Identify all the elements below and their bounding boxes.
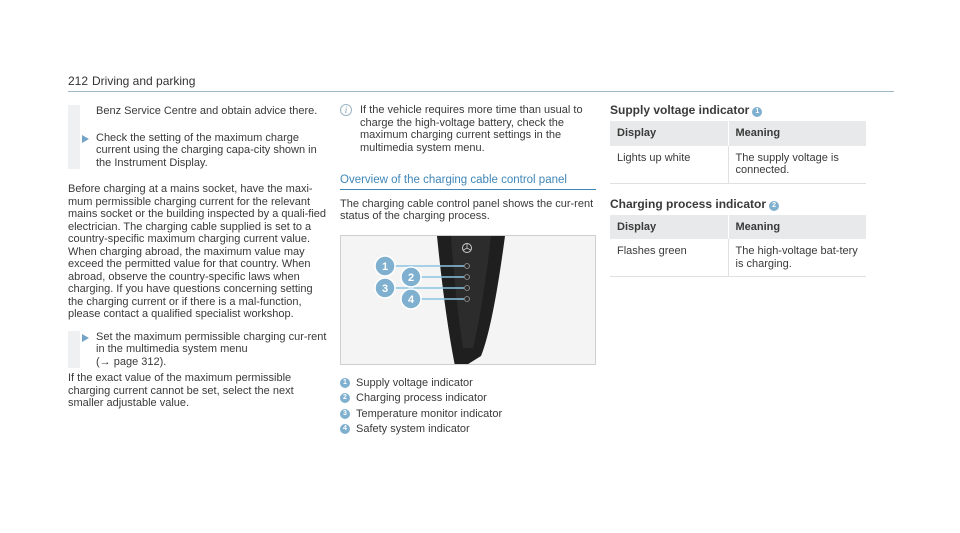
column-header-meaning: Meaning (727, 121, 866, 146)
control-panel-figure: 1 2 3 4 (340, 234, 596, 365)
legend-label: Safety system indicator (356, 423, 470, 435)
paragraph-exact-value: If the exact value of the maximum permis… (68, 372, 294, 409)
callout-label: 4 (408, 294, 415, 306)
note-text: If the vehicle requires more time than u… (360, 104, 583, 154)
instruction-step-set-current: Set the maximum permissible charging cur… (68, 330, 328, 368)
column-header-display: Display (610, 121, 728, 146)
supply-voltage-table: Display Meaning Lights up white The supp… (610, 121, 866, 184)
left-column: Benz Service Centre and obtain advice th… (68, 105, 328, 410)
legend-item: 3 Temperature monitor indicator (340, 408, 596, 421)
info-icon: i (340, 104, 352, 116)
cell-display: Flashes green (610, 239, 728, 277)
table-row: Lights up white The supply voltage is co… (610, 145, 866, 184)
legend-label: Temperature monitor indicator (356, 407, 503, 420)
section-title: Driving and parking (92, 74, 196, 88)
middle-column: i If the vehicle requires more time than… (340, 104, 596, 439)
callout-label: 1 (382, 261, 388, 273)
column-header-display: Display (610, 214, 728, 239)
section-intro: The charging cable control panel shows t… (340, 197, 594, 223)
page-reference-link[interactable]: (→ page 312). (96, 355, 167, 368)
callout-label: 2 (408, 272, 414, 284)
cell-meaning: The supply voltage is connected. (727, 145, 866, 184)
legend-label: Supply voltage indicator (356, 376, 473, 389)
number-badge: 1 (340, 377, 350, 388)
table-title-text: Charging process indicator (610, 196, 767, 211)
legend-item: 4 Safety system indicator (340, 423, 596, 436)
callout-label: 3 (382, 283, 388, 295)
step-set-current: Set the maximum permissible charging cur… (96, 330, 327, 356)
paragraph-mains-socket: Before charging at a mains socket, have … (68, 183, 327, 320)
legend-item: 2 Charging process indicator (340, 392, 596, 405)
figure-legend: 1 Supply voltage indicator 2 Charging proc… (340, 377, 596, 436)
cell-meaning: The high-voltage bat-tery is charging. (727, 239, 866, 277)
table-title-text: Supply voltage indicator (610, 103, 750, 117)
step-arrow-icon (82, 134, 89, 143)
page-header: 212 Driving and parking (68, 74, 894, 92)
number-badge: 2 (340, 393, 350, 403)
step-check-setting: Check the setting of the maximum charge … (96, 131, 317, 169)
charging-control-panel-image: 1 2 3 4 (341, 235, 595, 364)
step-continuation: Benz Service Centre and obtain advice th… (96, 105, 318, 117)
step-arrow-icon (82, 333, 89, 342)
legend-label: Charging process indicator (356, 392, 487, 404)
info-note: i If the vehicle requires more time than… (340, 104, 596, 154)
number-badge: 3 (340, 408, 350, 419)
column-header-meaning: Meaning (727, 214, 866, 239)
cell-display: Lights up white (610, 145, 728, 184)
table-row: Flashes green The high-voltage bat-tery … (610, 239, 866, 277)
instruction-steps: Benz Service Centre and obtain advice th… (68, 105, 328, 169)
number-badge: 4 (340, 424, 350, 434)
legend-item: 1 Supply voltage indicator (340, 377, 596, 390)
section-heading: Overview of the charging cable control p… (340, 174, 596, 190)
charging-process-table: Display Meaning Flashes green The high-v… (610, 214, 866, 278)
number-badge: 2 (769, 200, 780, 211)
page-number: 212 (68, 74, 89, 88)
number-badge: 1 (752, 107, 763, 117)
